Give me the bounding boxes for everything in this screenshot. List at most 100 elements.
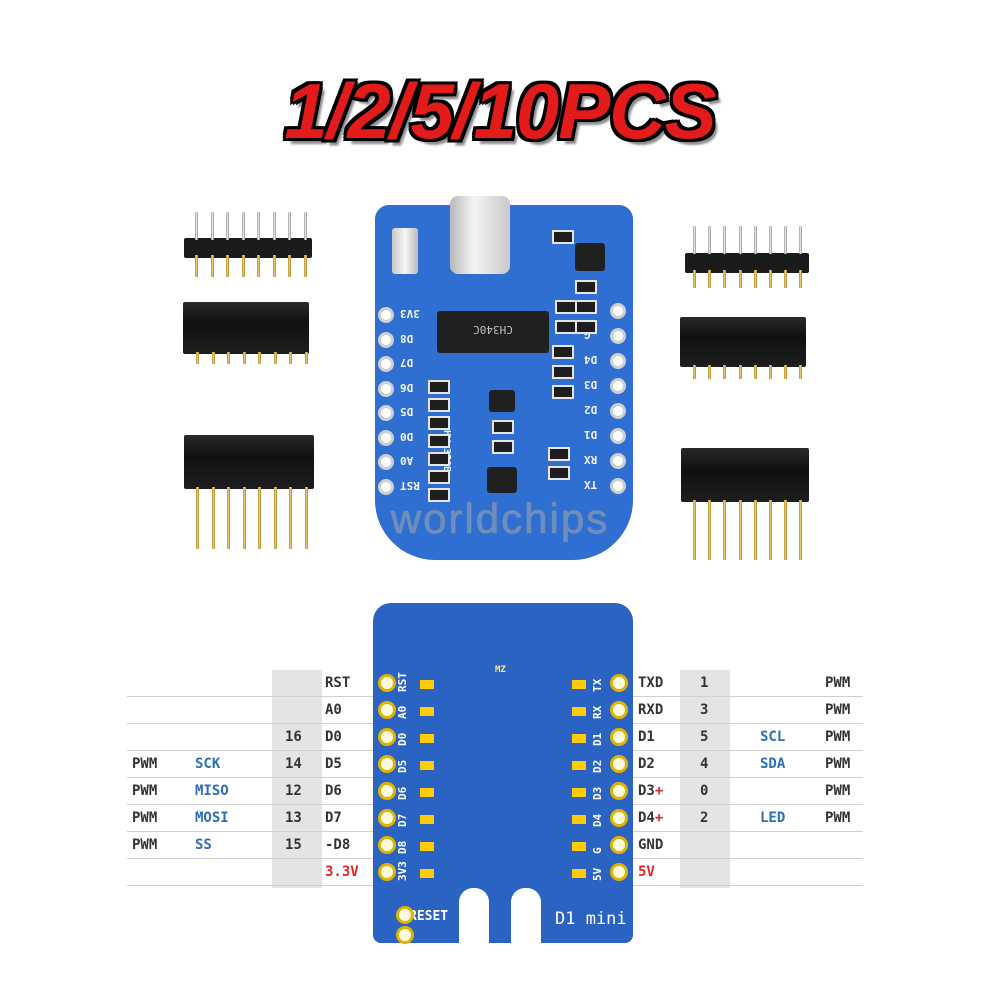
left-header-bottom-pin [288, 255, 291, 277]
left-short-socket-pin [196, 352, 199, 364]
pin-label: D3 [591, 786, 604, 800]
smd-component [552, 345, 574, 359]
right-gpio-number: 0 [700, 783, 709, 799]
left-header-pin [303, 212, 307, 240]
pin-suffix: + [654, 810, 664, 826]
right-header-pin [784, 226, 788, 254]
pin-hole [610, 836, 628, 854]
right-header-pin [799, 226, 803, 254]
left-gpio-number: 16 [285, 729, 302, 745]
pin-label: TX [591, 678, 604, 692]
right-short-socket-pin [738, 365, 742, 379]
pin-hole [378, 429, 394, 446]
pin-hole [610, 403, 626, 419]
board-name-label: D1 mini [555, 909, 627, 929]
left-pin-name: D5 [325, 756, 342, 772]
transistor-1 [489, 390, 515, 412]
right-pin-name: GND [638, 837, 664, 853]
smd-component [575, 300, 597, 314]
right-gpio-column [680, 670, 730, 888]
pin-label: D7 [400, 356, 414, 369]
left-header-pin [226, 212, 229, 240]
pin-hole [610, 809, 628, 827]
pin-hole [378, 782, 396, 800]
left-gpio-column [272, 670, 322, 888]
left-pin-name: 3.3V [325, 864, 359, 880]
left-short-socket-pin [289, 352, 292, 364]
right-header-bottom-pin [693, 270, 696, 288]
right-pin-name: D2 [638, 756, 655, 772]
pin-hole [378, 701, 396, 719]
left-header-pin [257, 212, 260, 240]
pin-label: D2 [591, 759, 604, 773]
pin-hole [378, 836, 396, 854]
right-short-socket-pin [693, 365, 696, 379]
left-bus-signal: SS [195, 837, 212, 853]
left-long-socket-pin [289, 487, 292, 549]
pin-label: 3V3 [400, 307, 420, 320]
smd-component [555, 320, 577, 334]
pin-label: D5 [396, 759, 409, 773]
right-long-socket-pin [799, 500, 803, 560]
pin-hole [378, 405, 394, 421]
left-pin-name: A0 [325, 702, 342, 718]
smd-component [552, 230, 574, 244]
pin-label: D8 [400, 331, 414, 345]
right-function: PWM [825, 702, 851, 718]
right-short-socket-pin [753, 365, 757, 379]
board-notch-1 [459, 888, 489, 948]
solder-pad [420, 815, 434, 824]
pin-label: D4 [591, 813, 604, 827]
pin-label: D4 [584, 353, 598, 366]
board-logo: MZ [495, 665, 506, 675]
left-long-socket-pin [258, 487, 261, 549]
left-header-bottom-pin [257, 255, 260, 277]
left-long-socket-pin [273, 487, 277, 549]
chip-label: CH340C [473, 323, 513, 336]
right-gpio-number: 4 [700, 756, 709, 772]
smd-component [575, 280, 597, 294]
smd-component [552, 385, 574, 399]
right-short-socket-pin [799, 365, 803, 379]
pin-label: G [591, 847, 604, 854]
board-notch-2 [511, 888, 541, 948]
left-short-socket [183, 302, 309, 354]
pin-hole [610, 674, 628, 692]
left-function: PWM [132, 756, 158, 772]
pin-hole [378, 674, 396, 692]
solder-pad [420, 734, 434, 743]
smd-component [548, 466, 570, 480]
smd-component [428, 452, 450, 466]
right-gpio-number: 1 [700, 675, 709, 691]
pin-label: A0 [396, 705, 409, 719]
right-header-bottom-pin [723, 270, 727, 288]
pin-hole [610, 478, 626, 494]
smd-component [492, 440, 514, 454]
pin-label: D0 [396, 732, 409, 746]
right-header-bottom-pin [769, 270, 772, 288]
left-header-bottom-pin [210, 255, 214, 277]
smd-component [428, 488, 450, 502]
product-title: 1/2/5/10PCS [284, 67, 716, 155]
pin-hole [610, 378, 626, 394]
right-header-pin [738, 226, 742, 254]
right-pin-name: RXD [638, 702, 664, 718]
pin-hole [378, 478, 394, 495]
left-bus-signal: MOSI [195, 810, 229, 826]
right-bus-signal: LED [760, 810, 786, 826]
right-short-socket [680, 317, 806, 367]
right-pin-name: TXD [638, 675, 664, 691]
left-long-socket [184, 435, 314, 489]
left-function: PWM [132, 837, 158, 853]
pin-label: D6 [396, 786, 409, 800]
solder-pad [572, 869, 586, 878]
smd-component [428, 434, 450, 448]
left-long-socket-pin [211, 487, 215, 549]
pin-label: 3V3 [396, 861, 409, 881]
right-header-pin [753, 226, 757, 254]
pin-hole [378, 863, 396, 881]
left-header-pin [195, 212, 198, 240]
right-long-socket-pin [708, 500, 712, 560]
left-short-socket-pin [273, 352, 277, 364]
right-bus-signal: SCL [760, 729, 786, 745]
